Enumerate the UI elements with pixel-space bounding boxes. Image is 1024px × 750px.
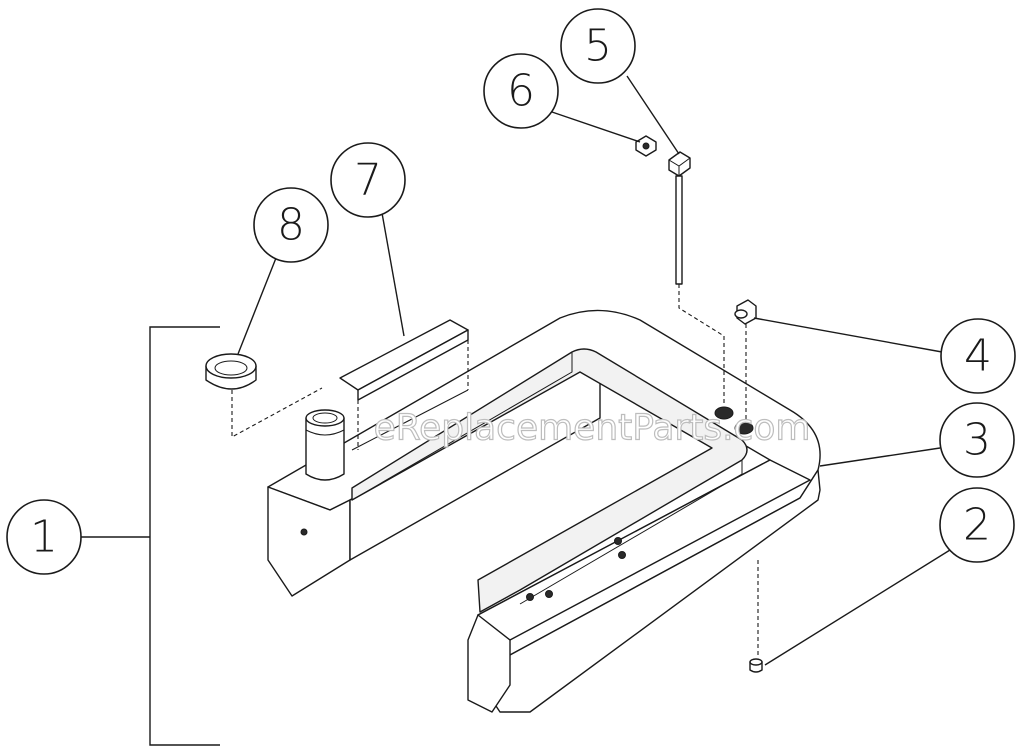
callout-5: 5	[560, 8, 636, 84]
elbow-fitting	[734, 299, 757, 420]
filler-neck	[305, 409, 345, 481]
leader-3	[819, 447, 941, 467]
callout-7: 7	[330, 142, 406, 218]
svg-text:8: 8	[277, 200, 305, 251]
dipstick	[668, 151, 725, 405]
callout-3: 3	[939, 402, 1015, 478]
svg-text:3: 3	[963, 415, 991, 466]
svg-text:7: 7	[354, 155, 382, 206]
label-plate	[339, 319, 469, 451]
leader-6	[551, 111, 641, 143]
callout-8: 8	[253, 187, 329, 263]
callout-2: 2	[939, 487, 1015, 563]
leader-7	[381, 212, 405, 337]
svg-text:1: 1	[30, 512, 58, 563]
svg-text:2: 2	[963, 500, 991, 551]
callout-4: 4	[940, 318, 1016, 394]
drain-plug	[749, 560, 763, 673]
u-shaped-base	[267, 309, 821, 713]
watermark-text: eReplacementParts.com	[374, 408, 811, 449]
leader-2	[764, 549, 951, 666]
leader-4	[753, 317, 943, 353]
svg-text:4: 4	[964, 331, 992, 382]
assembly-bracket	[80, 326, 220, 746]
filler-cap	[205, 353, 323, 438]
callout-6: 6	[483, 53, 559, 129]
small-fitting	[635, 135, 657, 157]
callout-1: 1	[6, 499, 82, 575]
svg-text:5: 5	[584, 21, 612, 72]
leader-5	[626, 75, 680, 155]
svg-text:6: 6	[507, 66, 535, 117]
leader-8	[237, 257, 277, 355]
